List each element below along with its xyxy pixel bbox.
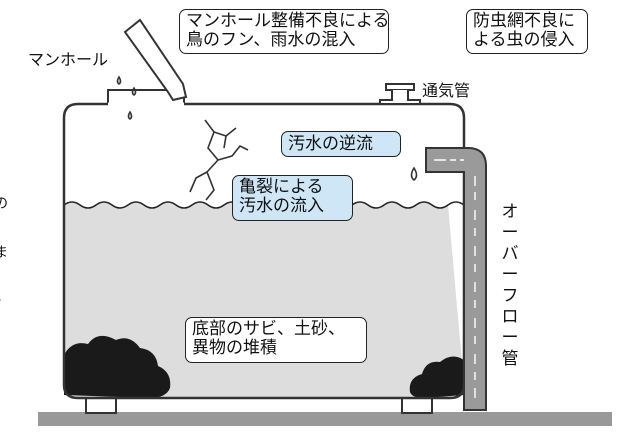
- rain-drops: [116, 75, 137, 120]
- callout-bottom-line1: 底部のサビ、土砂、: [192, 319, 345, 339]
- overflow-char-4: ー: [501, 265, 519, 285]
- overflow-char-1: オ: [501, 202, 519, 222]
- callout-manhole-contamination: マンホール整備不良による 鳥のフン、雨水の混入: [179, 9, 390, 54]
- ground-slab: [38, 412, 612, 426]
- manhole-label: マンホール: [28, 50, 109, 69]
- callout-insect-line1: 防虫網不良に: [473, 11, 575, 31]
- tank-body: [62, 102, 466, 400]
- overflow-char-2: ー: [501, 223, 519, 243]
- vent-pipe-cap: [385, 83, 415, 91]
- vent-pipe-label: 通気管: [422, 81, 471, 100]
- overflow-pipe-label: オ ー バ ー フ ロ ー 管: [501, 202, 519, 370]
- callout-insect-line2: よる虫の侵入: [473, 30, 575, 50]
- manhole-lid: [123, 18, 188, 102]
- overflow-char-6: ロ: [501, 307, 519, 327]
- callout-bottom-line2: 異物の堆積: [192, 338, 277, 358]
- callout-manhole-line1: マンホール整備不良による: [186, 11, 390, 31]
- callout-backflow: 汚水の逆流: [281, 131, 401, 157]
- callout-crack-line1: 亀裂による: [239, 177, 324, 197]
- overflow-char-7: ー: [501, 328, 519, 348]
- vent-pipe-body: [379, 90, 421, 105]
- sediment-left: [64, 335, 171, 398]
- callout-bottom-sediment: 底部のサビ、土砂、 異物の堆積: [185, 317, 367, 363]
- callout-crack-inflow: 亀裂による 汚水の流入: [232, 175, 353, 221]
- overflow-char-5: フ: [501, 286, 519, 306]
- edge-fragment-1: の: [0, 196, 8, 212]
- sediment-right: [409, 356, 464, 398]
- overflow-char-8: 管: [501, 349, 519, 369]
- callout-crack-line2: 汚水の流入: [239, 196, 324, 216]
- overflow-char-3: バ: [501, 244, 519, 264]
- edge-fragment-2: ま: [0, 245, 8, 261]
- backflow-drop: [410, 166, 418, 182]
- overflow-pipe-flow-marks: [434, 159, 476, 398]
- crack-lines: [189, 119, 249, 201]
- overflow-pipe: [425, 147, 487, 411]
- callout-insect-screen: 防虫網不良に よる虫の侵入: [466, 9, 588, 54]
- edge-fragment-3: 、: [0, 285, 10, 305]
- callout-manhole-line2: 鳥のフン、雨水の混入: [186, 30, 356, 50]
